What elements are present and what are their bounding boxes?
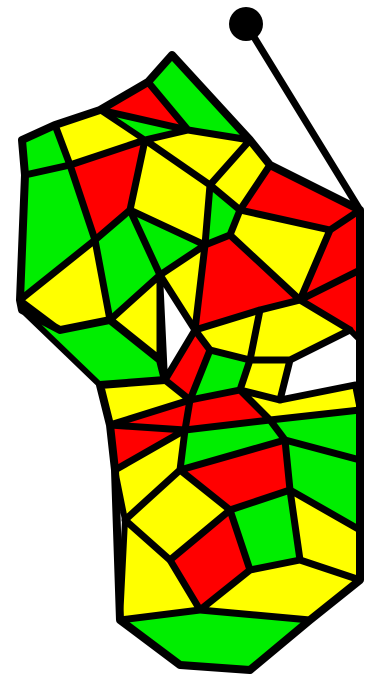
lead-line: [180, 430, 185, 470]
lead-line: [205, 185, 210, 245]
pieces-layer: [20, 55, 360, 670]
lead-line: [110, 425, 185, 430]
hanging-pin-head: [229, 7, 263, 41]
lead-line: [185, 400, 190, 430]
lead-line: [285, 440, 290, 490]
